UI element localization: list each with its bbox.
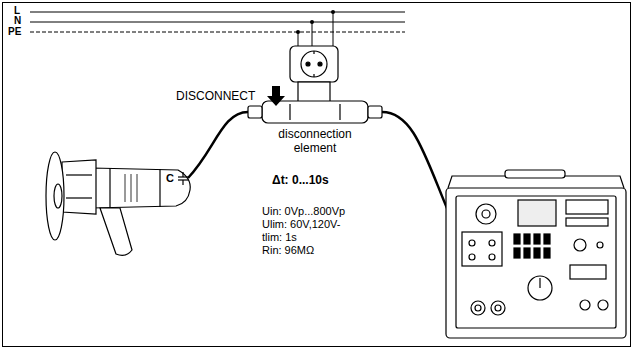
- parameter-label: tlim: 1s: [262, 231, 297, 244]
- line-label: PE: [8, 26, 21, 38]
- parameter-label: Uin: 0Vp...800Vp: [262, 205, 345, 218]
- capacitor-label: C: [166, 172, 174, 185]
- test-instrument: [446, 170, 626, 338]
- junction-dots: [296, 10, 335, 34]
- mains-lines: [30, 12, 405, 47]
- wall-socket: [290, 46, 338, 82]
- parameter-label: Ulim: 60V,120V-: [262, 218, 340, 231]
- angle-grinder: [46, 152, 190, 255]
- disconnect-arrow: [267, 86, 285, 106]
- time-label: Δt: 0...10s: [272, 174, 329, 188]
- part-label: disconnection element: [268, 128, 362, 156]
- disconnection-element: [248, 82, 382, 123]
- line-label: L: [14, 5, 20, 17]
- parameter-label: Rin: 96MΩ: [262, 244, 314, 257]
- action-label: DISCONNECT: [176, 90, 255, 104]
- capacitor-symbol: [178, 172, 188, 185]
- cables: [188, 112, 460, 238]
- line-label: N: [14, 15, 21, 27]
- frame: [3, 3, 631, 347]
